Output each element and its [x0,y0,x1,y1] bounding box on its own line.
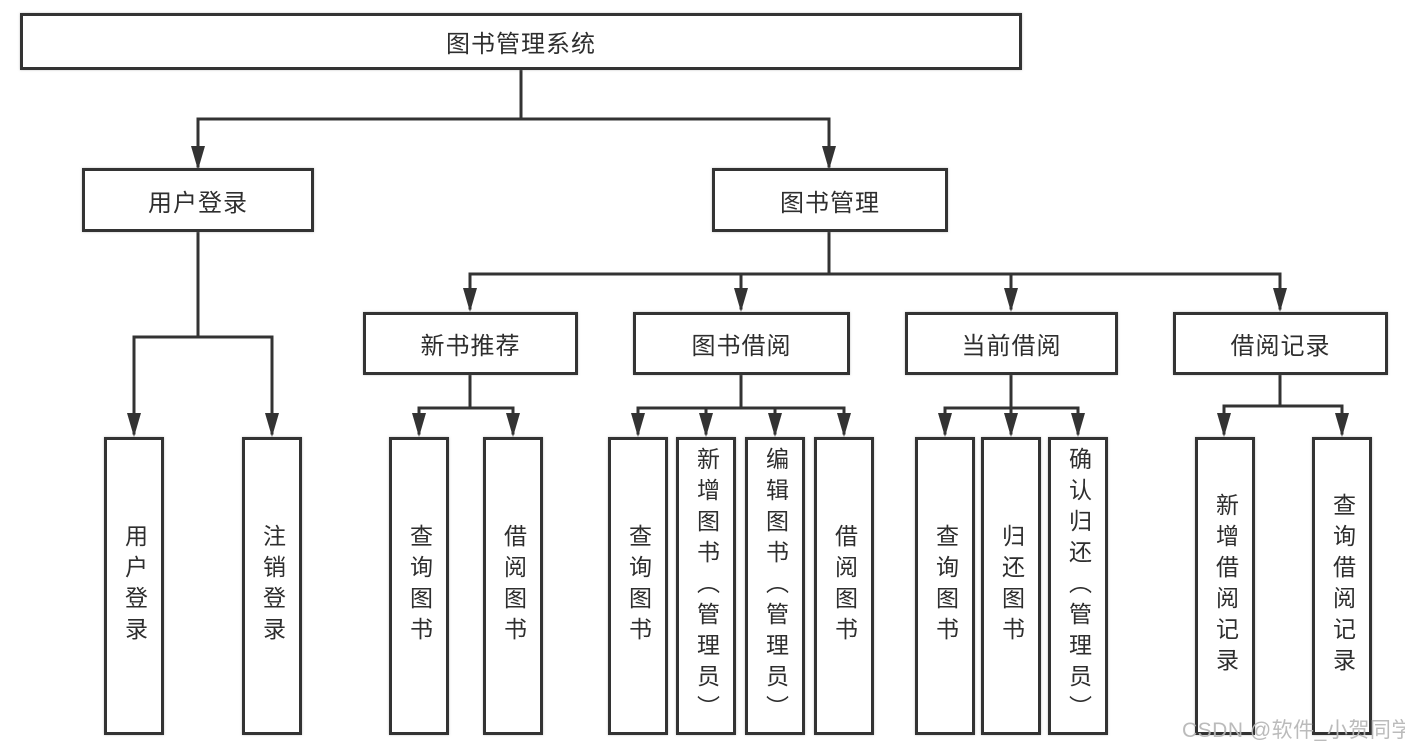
leaf-query-book-2: 查询图书 [608,437,668,735]
node-book-borrow: 图书借阅 [633,312,850,375]
leaf-label: 确认归还（管理员） [1065,446,1092,726]
arrowheads [127,146,1349,437]
leaf-query-book-3: 查询图书 [915,437,975,735]
leaf-label: 查询借阅记录 [1329,493,1356,679]
leaf-label: 查询图书 [625,524,652,648]
leaf-add-book-admin: 新增图书（管理员） [676,437,736,735]
node-book-management: 图书管理 [712,168,948,232]
node-borrow-records: 借阅记录 [1173,312,1388,375]
leaf-borrow-book-2: 借阅图书 [814,437,874,735]
leaf-label: 新增图书（管理员） [693,446,720,726]
leaf-label: 借阅图书 [831,524,858,648]
leaf-label: 编辑图书（管理员） [762,446,789,726]
leaf-label: 注销登录 [259,524,286,648]
node-user-login: 用户登录 [82,168,314,232]
leaf-add-borrow-record: 新增借阅记录 [1195,437,1255,735]
node-current-borrow: 当前借阅 [905,312,1118,375]
leaf-label: 归还图书 [998,524,1025,648]
leaf-borrow-book-1: 借阅图书 [483,437,543,735]
leaf-label: 查询图书 [406,524,433,648]
leaf-label: 新增借阅记录 [1212,493,1239,679]
leaf-edit-book-admin: 编辑图书（管理员） [745,437,805,735]
leaf-label: 借阅图书 [500,524,527,648]
leaf-label: 用户登录 [121,524,148,648]
leaf-label: 查询图书 [932,524,959,648]
leaf-return-book: 归还图书 [981,437,1041,735]
leaf-user-login: 用户登录 [104,437,164,735]
leaf-query-book-1: 查询图书 [389,437,449,735]
watermark: CSDN @软件_小贺同学 [1182,719,1405,742]
node-new-book-recommend: 新书推荐 [363,312,578,375]
leaf-query-borrow-record: 查询借阅记录 [1312,437,1372,735]
node-root: 图书管理系统 [20,13,1022,70]
leaf-confirm-return-admin: 确认归还（管理员） [1048,437,1108,735]
leaf-logout: 注销登录 [242,437,302,735]
